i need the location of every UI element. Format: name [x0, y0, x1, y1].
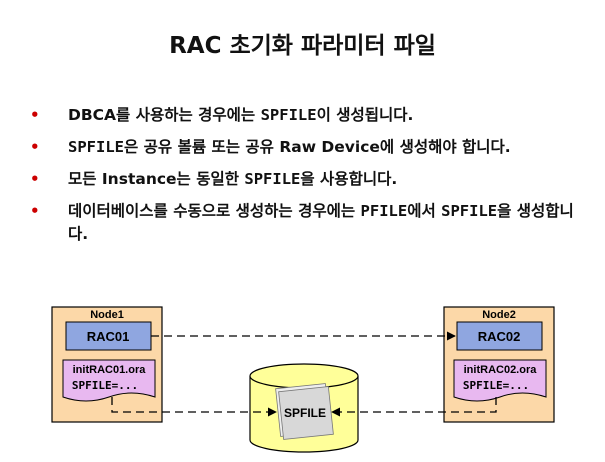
- text-run: 이 생성됩니다.: [316, 106, 414, 124]
- storage-cylinder-top: [249, 363, 359, 389]
- node1: Node1 RAC01 initRAC01.ora SPFILE=...: [51, 306, 163, 423]
- bullet-text: SPFILE은 공유 볼륨 또는 공유 Raw Device에 생성해야 합니다…: [68, 138, 511, 156]
- node1-to-spfile-arrow: [111, 397, 277, 417]
- bullet-marker: •: [30, 106, 40, 124]
- spfile-document-back: [278, 386, 334, 440]
- node1-init-param: SPFILE=...: [72, 379, 138, 392]
- bullet-text: DBCA를 사용하는 경우에는 SPFILE이 생성됩니다.: [68, 106, 413, 124]
- bullet-marker: •: [30, 202, 40, 220]
- node2-instance-box: [456, 321, 543, 351]
- code-term: SPFILE: [260, 106, 317, 124]
- bullet-list: •DBCA를 사용하는 경우에는 SPFILE이 생성됩니다. •SPFILE은…: [30, 104, 590, 255]
- bullet-item: • SPFILE은 공유 볼륨 또는 공유 Raw Device에 생성해야 합니…: [30, 136, 590, 159]
- node2: Node2 RAC02 initRAC02.ora SPFILE=...: [443, 306, 555, 423]
- text-run: 데이터베이스를 수동으로 생성하는 경우에는: [68, 202, 361, 220]
- node2-label: Node2: [482, 309, 516, 321]
- spfile-label: SPFILE: [284, 406, 326, 420]
- text-run: 을 생성합니다.: [68, 202, 574, 243]
- node2-init-param: SPFILE=...: [463, 379, 529, 392]
- code-term: SPFILE: [441, 202, 498, 220]
- code-term: PFILE: [360, 202, 408, 220]
- node1-init-filename: initRAC01.ora: [73, 364, 147, 376]
- node1-init-file: [62, 359, 156, 402]
- node1-instance-box: [65, 321, 152, 351]
- bullet-marker: •: [30, 170, 40, 188]
- text-run: 은 공유 볼륨 또는 공유 Raw Device에 생성해야 합니다.: [124, 138, 511, 156]
- bullet-item: • DBCA를 사용하는 경우에는 SPFILE이 생성됩니다.: [30, 104, 590, 127]
- node2-init-filename: initRAC02.ora: [464, 364, 538, 376]
- text-run: 모든 Instance는 동일한: [68, 170, 245, 188]
- bullet-item: • 모든 Instance는 동일한 SPFILE을 사용합니다.: [30, 168, 590, 191]
- node2-init-file: [453, 359, 547, 402]
- text-run: 에서: [407, 202, 442, 220]
- code-term: SPFILE: [68, 138, 124, 156]
- node1-label: Node1: [90, 309, 124, 321]
- node1-instance-label: RAC01: [87, 329, 130, 344]
- page-title: RAC 초기화 파라미터 파일: [169, 33, 436, 59]
- text-run: 을 사용합니다.: [300, 170, 398, 188]
- text-run: DBCA를 사용하는 경우에는: [68, 106, 261, 124]
- shared-storage: SPFILE: [249, 363, 359, 453]
- bullet-item: • 데이터베이스를 수동으로 생성하는 경우에는 PFILE에서 SPFILE을 …: [30, 200, 590, 246]
- code-term: SPFILE: [244, 170, 301, 188]
- bullet-text: 데이터베이스를 수동으로 생성하는 경우에는 PFILE에서 SPFILE을 생…: [68, 202, 574, 243]
- node2-to-spfile-arrow: [331, 397, 497, 417]
- bullet-marker: •: [30, 138, 40, 156]
- node2-instance-label: RAC02: [478, 329, 521, 344]
- bullet-text: 모든 Instance는 동일한 SPFILE을 사용합니다.: [68, 170, 397, 188]
